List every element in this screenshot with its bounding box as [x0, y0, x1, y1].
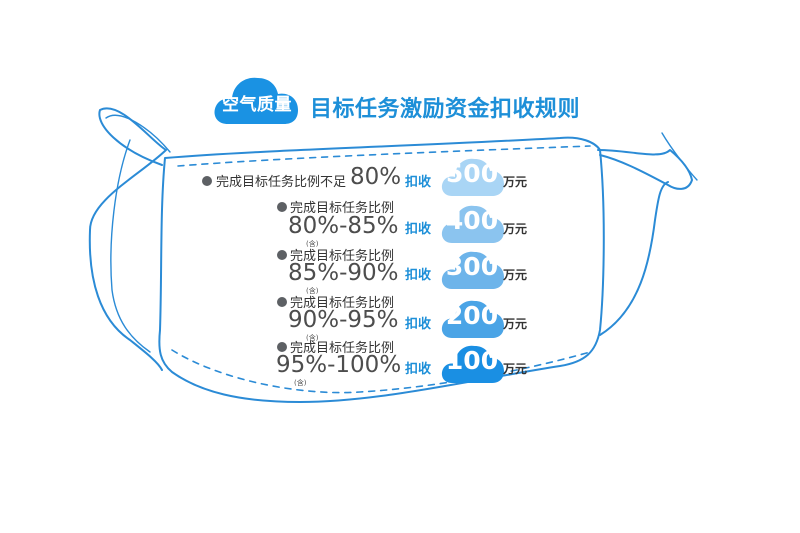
mask-body-outline [158, 136, 605, 403]
amount-unit: 万元 [503, 268, 528, 282]
deduct-label: 扣收 [405, 362, 432, 377]
title-badge: 空气质量 [222, 95, 292, 115]
amount-unit: 万元 [503, 362, 528, 376]
title-cloud-icon [214, 77, 298, 124]
rule-label: 完成目标任务比例 [290, 341, 395, 356]
cloud-icon [441, 345, 504, 383]
rule-label: 完成目标任务比例不足 [216, 175, 347, 190]
rule-range: 80%-85% [288, 213, 399, 239]
deduct-label: 扣收 [405, 268, 432, 283]
amount-unit: 万元 [503, 175, 528, 189]
bullet-icon [277, 297, 287, 307]
cloud-icon [441, 205, 504, 243]
deduct-amount: 400 [445, 206, 499, 235]
amount-unit: 万元 [503, 317, 528, 331]
inclusive-note: (含) [306, 240, 319, 248]
page-title: 目标任务激励资金扣收规则 [310, 97, 581, 122]
deduct-label: 扣收 [405, 317, 432, 332]
rule-label: 完成目标任务比例 [290, 296, 395, 311]
rule-label: 完成目标任务比例 [290, 249, 395, 264]
mask-stitching-top [177, 145, 591, 167]
bullet-icon [202, 176, 212, 186]
bullet-icon [277, 250, 287, 260]
mask-right-ear-loop-lower [599, 181, 669, 336]
inclusive-note: (含) [294, 379, 307, 387]
mask-left-ear-loop [88, 107, 167, 371]
cloud-icon [441, 158, 504, 196]
cloud-icon [441, 251, 504, 289]
mask-stitching-bottom [171, 349, 591, 394]
mask-left-upper-string [105, 114, 171, 153]
inclusive-note: (含) [306, 287, 319, 295]
deduct-label: 扣收 [405, 222, 432, 237]
mask-right-ear-loop [597, 149, 693, 190]
deduct-amount: 100 [445, 346, 499, 375]
mask-left-ear-loop-inner [110, 139, 151, 353]
rule-range: 90%-95% [288, 307, 399, 333]
rule-range: 85%-90% [288, 260, 399, 286]
rule-range: 95%-100% [276, 352, 402, 378]
inclusive-note: (含) [306, 334, 319, 342]
rule-label: 完成目标任务比例 [290, 201, 395, 216]
deduct-label: 扣收 [405, 175, 432, 190]
mask-right-ear-string [661, 132, 698, 181]
deduct-amount: 300 [445, 252, 499, 281]
deduct-amount: 200 [445, 301, 499, 330]
rule-range: 80% [350, 164, 402, 190]
bullet-icon [277, 202, 287, 212]
deduct-amount: 500 [445, 159, 499, 188]
amount-unit: 万元 [503, 222, 528, 236]
cloud-icon [441, 300, 504, 338]
bullet-icon [277, 342, 287, 352]
